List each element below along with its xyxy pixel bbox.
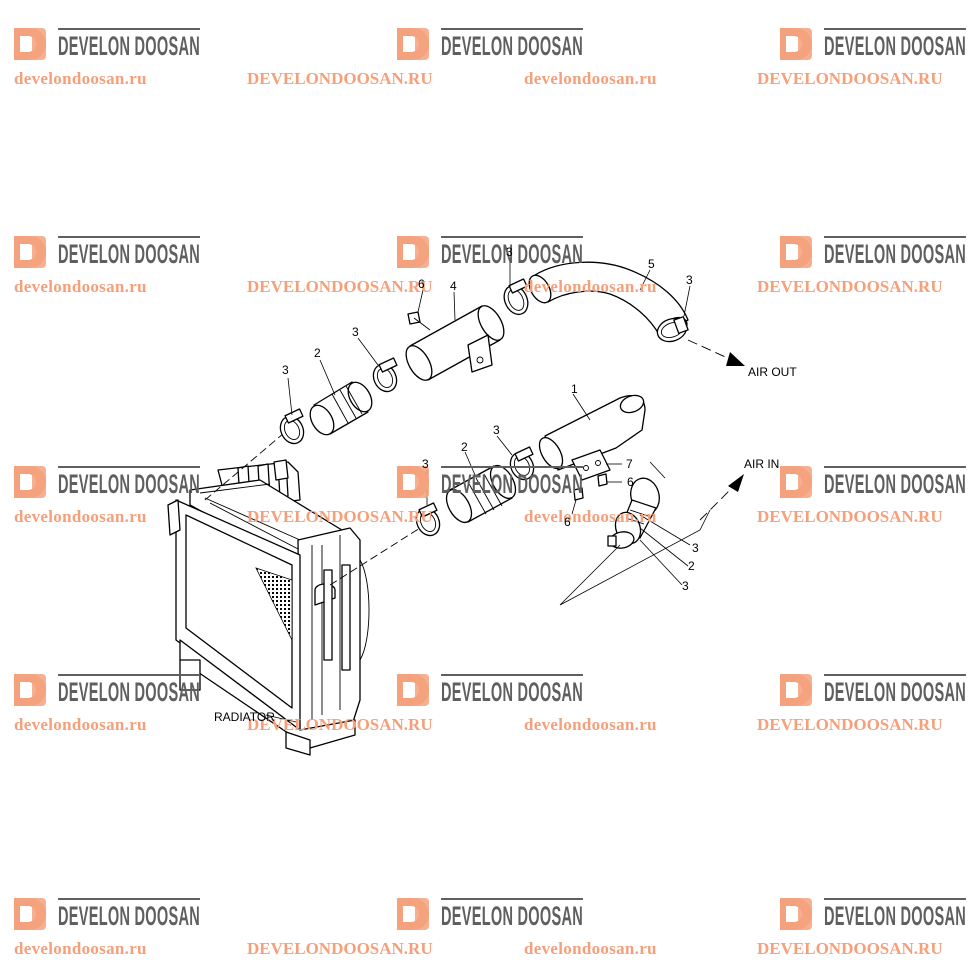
- diagram-labels: AIR OUT AIR IN RADIATOR 1 2 2 2 3 3 3 3 …: [214, 245, 797, 724]
- callout-5: 5: [648, 257, 655, 271]
- radiator: [167, 459, 370, 756]
- inlet-hose: [614, 477, 660, 545]
- callout-2-right: 2: [688, 559, 695, 573]
- watermark-brand: DEVELON DOOSAN: [58, 901, 200, 931]
- watermark-logo: DEVELON DOOSAN: [780, 674, 966, 707]
- watermark-brand: DEVELON DOOSAN: [58, 31, 200, 61]
- watermark-url: DEVELONDOOSAN.RU: [757, 939, 943, 958]
- watermark-logo: DEVELON DOOSAN: [14, 466, 200, 499]
- hose-clamp: [372, 357, 398, 393]
- callout-3-h: 3: [682, 579, 689, 593]
- hose-clamp: [503, 278, 529, 316]
- watermark-logo: DEVELON DOOSAN: [780, 28, 966, 61]
- bracket: [571, 449, 611, 481]
- hose-clamp: [279, 408, 305, 445]
- intercooler-pipe: [538, 394, 646, 471]
- callout-2-upper: 2: [314, 346, 321, 360]
- watermark-brand: DEVELON DOOSAN: [824, 469, 966, 499]
- watermark-url: develondoosan.ru: [524, 715, 657, 734]
- hose-clamp: [415, 502, 441, 537]
- bolt: [597, 473, 608, 487]
- lower-air-line: [329, 394, 744, 586]
- watermark-brand: DEVELON DOOSAN: [58, 239, 200, 269]
- callout-1: 1: [571, 382, 578, 396]
- watermark-url: DEVELONDOOSAN.RU: [757, 69, 943, 88]
- watermark-brand: DEVELON DOOSAN: [441, 901, 583, 931]
- watermark-url: develondoosan.ru: [524, 277, 657, 296]
- watermark-url: DEVELONDOOSAN.RU: [247, 939, 433, 958]
- watermark-logo: DEVELON DOOSAN: [780, 466, 966, 499]
- watermark-brand: DEVELON DOOSAN: [441, 239, 583, 269]
- watermark-brand: DEVELON DOOSAN: [441, 31, 583, 61]
- watermark-brand: DEVELON DOOSAN: [58, 469, 200, 499]
- hose-clamp: [656, 316, 689, 343]
- watermark-url: DEVELONDOOSAN.RU: [247, 277, 433, 296]
- callout-3-f: 3: [422, 457, 429, 471]
- watermark-logo: DEVELON DOOSAN: [14, 898, 200, 931]
- leader-lines: [265, 258, 711, 723]
- callout-2-lower: 2: [461, 440, 468, 454]
- watermark-url: develondoosan.ru: [14, 69, 147, 88]
- callout-3-b: 3: [352, 325, 359, 339]
- watermark-url: DEVELONDOOSAN.RU: [757, 507, 943, 526]
- watermark-url: develondoosan.ru: [524, 939, 657, 958]
- callout-3-g: 3: [692, 541, 699, 555]
- upper-air-line: [204, 261, 745, 501]
- watermark-url: DEVELONDOOSAN.RU: [757, 277, 943, 296]
- watermark-brand: DEVELON DOOSAN: [441, 469, 583, 499]
- watermark-brand: DEVELON DOOSAN: [824, 239, 966, 269]
- watermark-url: develondoosan.ru: [524, 69, 657, 88]
- watermark-url: develondoosan.ru: [14, 715, 147, 734]
- callout-4: 4: [450, 279, 457, 293]
- air-out-label: AIR OUT: [748, 365, 797, 379]
- rubber-hose: [309, 381, 373, 436]
- bolt: [573, 487, 584, 501]
- watermark-url: DEVELONDOOSAN.RU: [757, 715, 943, 734]
- callout-6-upper: 6: [418, 277, 425, 291]
- watermark-logo: DEVELON DOOSAN: [397, 466, 583, 499]
- watermark-logo: DEVELON DOOSAN: [780, 898, 966, 931]
- callout-3-e: 3: [493, 423, 500, 437]
- watermark-url: develondoosan.ru: [524, 507, 657, 526]
- charge-air-cooler-assembly: [167, 258, 745, 756]
- callout-7: 7: [626, 457, 633, 471]
- callout-6-lower: 6: [564, 515, 571, 529]
- watermark-logo: DEVELON DOOSAN: [14, 674, 200, 707]
- watermark-brand: DEVELON DOOSAN: [824, 31, 966, 61]
- radiator-label: RADIATOR: [214, 710, 275, 724]
- watermark-logo: DEVELON DOOSAN: [14, 28, 200, 61]
- callout-6-right: 6: [627, 475, 634, 489]
- watermark-brand: DEVELON DOOSAN: [824, 901, 966, 931]
- hose-clamp: [607, 531, 635, 549]
- callout-3-d: 3: [686, 273, 693, 287]
- watermark-url: develondoosan.ru: [14, 939, 147, 958]
- air-in-label: AIR IN: [744, 457, 779, 471]
- watermark-brand: DEVELON DOOSAN: [441, 677, 583, 707]
- watermark-logo: DEVELON DOOSAN: [780, 236, 966, 269]
- watermark-brand: DEVELON DOOSAN: [58, 677, 200, 707]
- intake-tube: [405, 305, 505, 381]
- watermark-logo: DEVELON DOOSAN: [397, 898, 583, 931]
- callout-3-c: 3: [506, 245, 513, 259]
- watermark-logo: DEVELON DOOSAN: [397, 674, 583, 707]
- watermark-url: develondoosan.ru: [14, 507, 147, 526]
- watermark-logo: DEVELON DOOSAN: [397, 236, 583, 269]
- watermark-logo: DEVELON DOOSAN: [397, 28, 583, 61]
- watermark-url: DEVELONDOOSAN.RU: [247, 715, 433, 734]
- callout-3-a: 3: [282, 363, 289, 377]
- rubber-hose: [445, 464, 517, 524]
- watermark-url: develondoosan.ru: [14, 277, 147, 296]
- watermark-logo: DEVELON DOOSAN: [14, 236, 200, 269]
- bolt: [407, 311, 431, 331]
- watermark-layer: DEVELON DOOSAN DEVELON DOOSAN DEVELON DOOS…: [14, 28, 966, 958]
- watermark-url: DEVELONDOOSAN.RU: [247, 507, 433, 526]
- watermark-url: DEVELONDOOSAN.RU: [247, 69, 433, 88]
- watermark-brand: DEVELON DOOSAN: [824, 677, 966, 707]
